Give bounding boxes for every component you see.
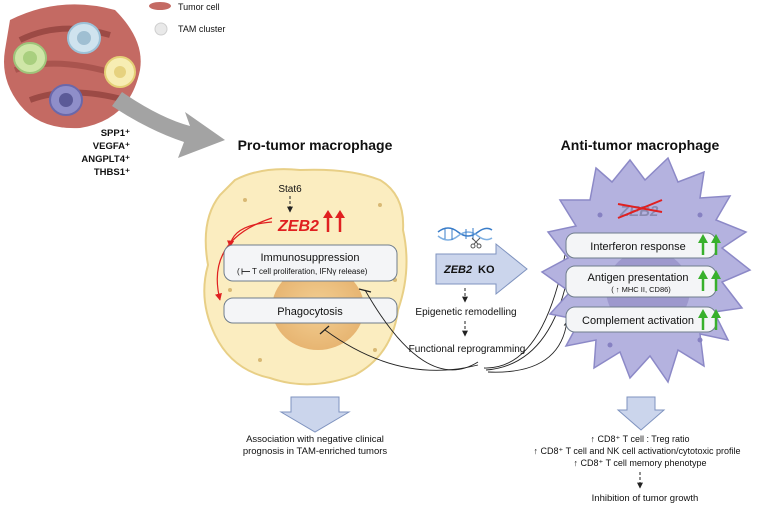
zeb2-crossed-label: ZEB2 — [619, 203, 659, 220]
tam-cluster-icon — [154, 22, 168, 36]
green-up-arrows — [698, 234, 721, 330]
antigen-detail: ( ↑ MHC II, CD86) — [611, 285, 671, 294]
red-arrow-to-immuno — [227, 221, 273, 248]
marker-thbs1: THBS1⁺ — [94, 167, 130, 178]
tumor-cell-icon — [149, 2, 171, 10]
anti-tumor-down-arrow — [616, 396, 666, 431]
immuno-detail-paren: ( — [237, 267, 240, 276]
legend: Tumor cell TAM cluster — [149, 2, 225, 36]
pro-tumor-title: Pro-tumor macrophage — [238, 137, 393, 153]
arrow-to-complement — [487, 320, 570, 373]
grey-curved-arrow — [112, 92, 225, 158]
final-outcome: Inhibition of tumor growth — [592, 493, 699, 504]
legend-tumor-cell: Tumor cell — [178, 2, 220, 12]
pro-outcome-line1: Association with negative clinical — [246, 434, 384, 445]
pro-tumor-down-arrow — [279, 396, 351, 433]
anti-outcome-line1: ↑ CD8⁺ T cell : Treg ratio — [591, 434, 690, 444]
functional-label: Functional reprogramming — [409, 344, 526, 355]
complement-label: Complement activation — [582, 315, 694, 327]
stat6-label: Stat6 — [278, 184, 302, 195]
ko-gene: ZEB2 — [443, 264, 472, 276]
marker-spp1: SPP1⁺ — [101, 128, 130, 139]
zeb2-up-arrows — [323, 210, 345, 232]
zeb2-cross-2 — [617, 203, 663, 213]
marker-list: SPP1⁺ VEGFA⁺ ANGPLT4⁺ THBS1⁺ — [81, 128, 130, 178]
anti-outcome-line3: ↑ CD8⁺ T cell memory phenotype — [574, 458, 707, 468]
zeb2-ko-arrow — [435, 242, 528, 296]
marker-angplt4: ANGPLT4⁺ — [81, 154, 130, 165]
inhibit-line-phago — [324, 329, 479, 371]
marker-vegfa: VEGFA⁺ — [93, 141, 130, 152]
ko-suffix: KO — [478, 264, 495, 276]
phagocytosis-label: Phagocytosis — [277, 306, 343, 318]
immuno-detail: T cell proliferation, IFNγ release) — [252, 267, 368, 276]
immunosuppression-label: Immunosuppression — [260, 252, 359, 264]
interferon-up-arrows-icon — [698, 234, 721, 255]
tumor-tissue-illustration — [4, 4, 141, 129]
anti-tumor-title: Anti-tumor macrophage — [561, 137, 720, 153]
arrow-to-antigen — [485, 279, 569, 371]
pro-outcome-line2: prognosis in TAM-enriched tumors — [243, 446, 388, 457]
legend-tam-cluster: TAM cluster — [178, 24, 225, 34]
anti-outcome-line2: ↑ CD8⁺ T cell and NK cell activation/cyt… — [533, 446, 740, 456]
epigenetic-label: Epigenetic remodelling — [415, 307, 516, 318]
immunosuppression-box — [223, 244, 398, 282]
complement-up-arrows-icon — [698, 309, 721, 330]
dna-scissors-icon — [437, 227, 493, 249]
antigen-up-arrows-icon — [698, 270, 721, 291]
zeb2-label: ZEB2 — [277, 218, 319, 235]
antigen-label: Antigen presentation — [588, 272, 689, 284]
interferon-label: Interferon response — [590, 241, 685, 253]
phagocytosis-box — [223, 297, 398, 324]
